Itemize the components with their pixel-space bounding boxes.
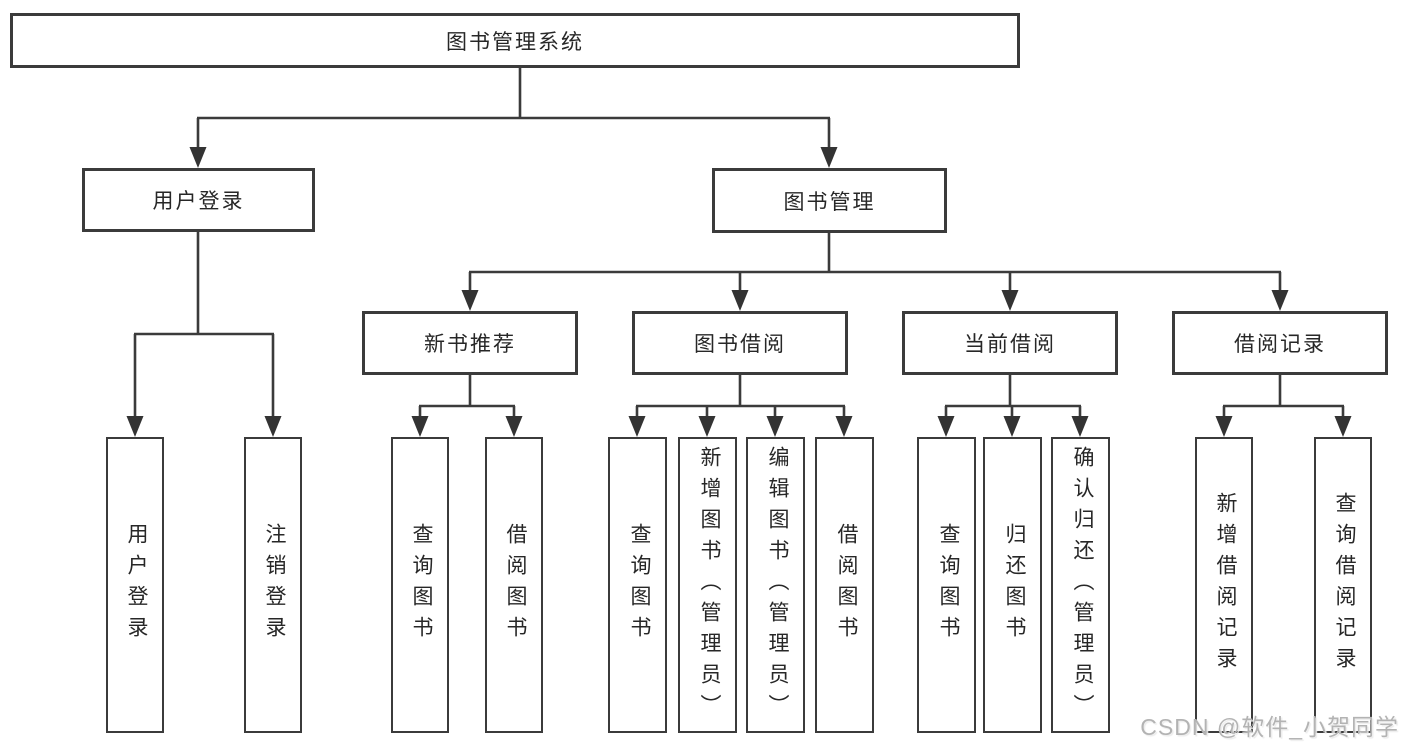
leaf-return-books: 归还图书 [983, 437, 1042, 733]
node-user-login: 用户登录 [82, 168, 315, 232]
csdn-watermark: CSDN @软件_小贺同学 [1140, 714, 1399, 740]
leaf-confirm-return-admin: 确认归还（管理员） [1051, 437, 1110, 733]
node-book-management: 图书管理 [712, 168, 947, 233]
leaf-add-books-admin: 新增图书（管理员） [678, 437, 737, 733]
node-book-borrowing: 图书借阅 [632, 311, 848, 375]
leaf-recommend-query-books: 查询图书 [391, 437, 449, 733]
leaf-query-borrow-record: 查询借阅记录 [1314, 437, 1372, 733]
node-root-system: 图书管理系统 [10, 13, 1020, 68]
leaf-logout: 注销登录 [244, 437, 302, 733]
leaf-user-login: 用户登录 [106, 437, 164, 733]
leaf-borrow-books: 借阅图书 [815, 437, 874, 733]
arrowheads [126, 147, 1352, 437]
node-borrowing-records: 借阅记录 [1172, 311, 1388, 375]
node-new-book-recommend: 新书推荐 [362, 311, 578, 375]
leaf-borrowing-query-books: 查询图书 [608, 437, 667, 733]
node-current-borrowing: 当前借阅 [902, 311, 1118, 375]
leaf-recommend-borrow-books: 借阅图书 [485, 437, 543, 733]
leaf-current-query-books: 查询图书 [917, 437, 976, 733]
leaf-add-borrow-record: 新增借阅记录 [1195, 437, 1253, 733]
leaf-edit-books-admin: 编辑图书（管理员） [746, 437, 805, 733]
